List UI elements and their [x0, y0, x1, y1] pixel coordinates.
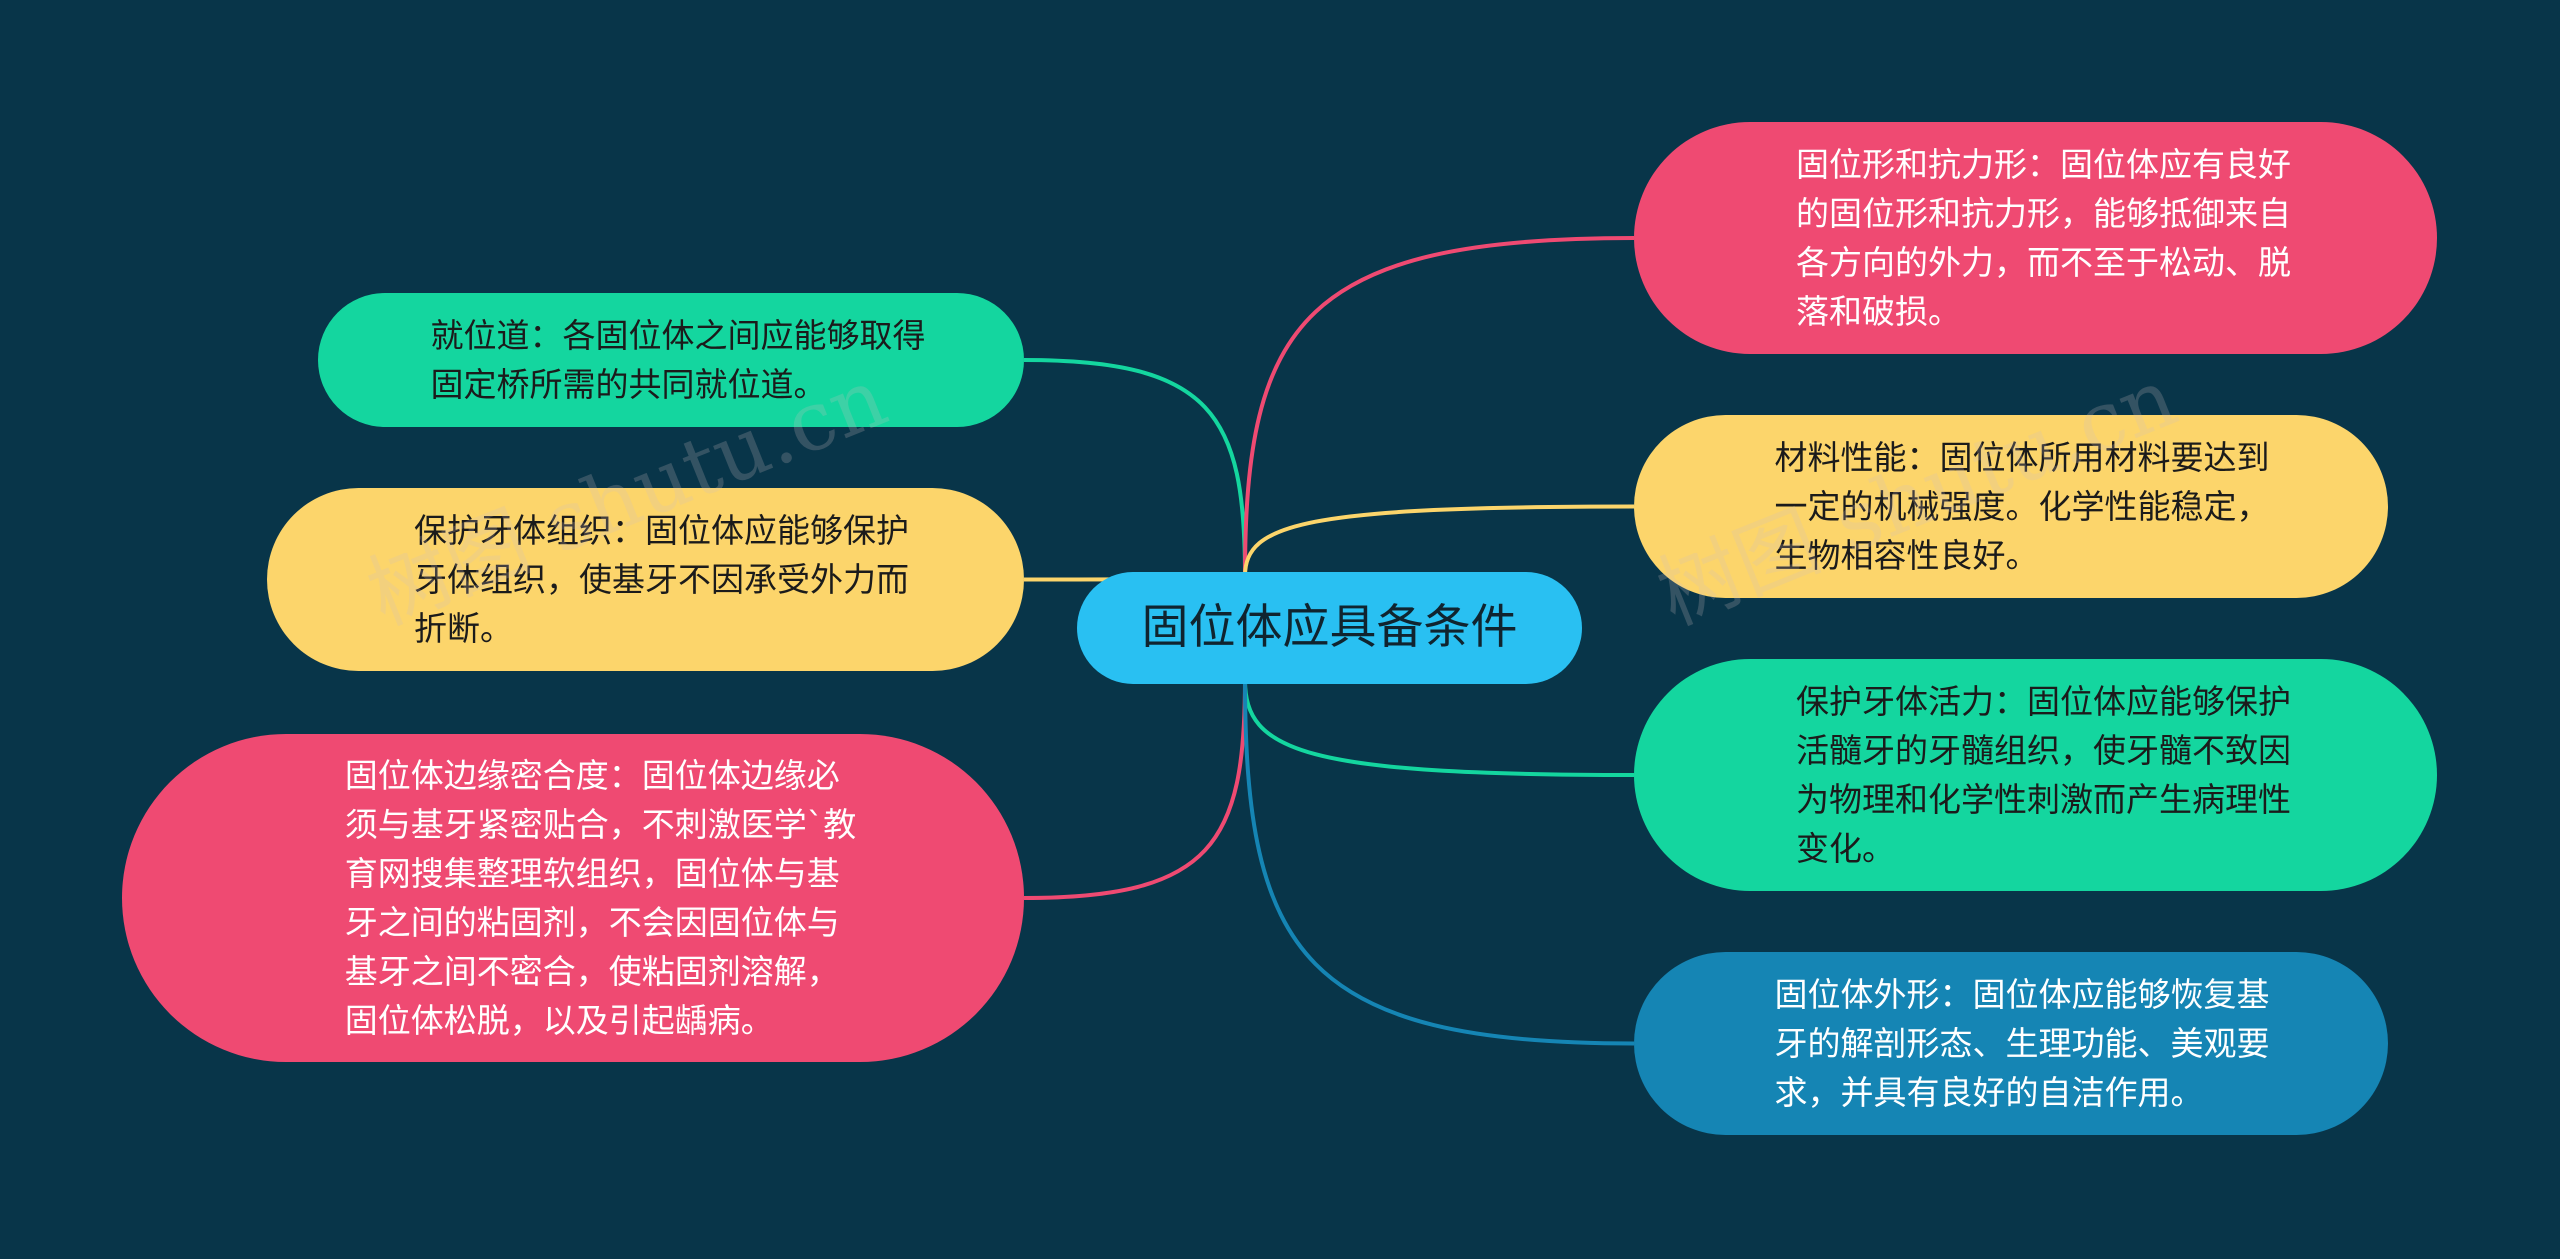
- branch-text: 固位体外形：固位体应能够恢复基 牙的解剖形态、生理功能、美观要 求，并具有良好的…: [1774, 975, 2270, 1112]
- branch-node-external-form[interactable]: 固位体外形：固位体应能够恢复基 牙的解剖形态、生理功能、美观要 求，并具有良好的…: [1634, 952, 2388, 1135]
- branch-node-path-alignment[interactable]: 就位道：各固位体之间应能够取得 固定桥所需的共同就位道。: [318, 293, 1024, 427]
- branch-node-margin-fit[interactable]: 固位体边缘密合度：固位体边缘必 须与基牙紧密贴合，不刺激医学`教 育网搜集整理软…: [122, 734, 1024, 1062]
- branch-node-material-properties[interactable]: 材料性能：固位体所用材料要达到 一定的机械强度。化学性能稳定， 生物相容性良好。: [1634, 415, 2388, 598]
- central-topic-node[interactable]: 固位体应具备条件: [1077, 572, 1582, 684]
- branch-node-pulp-vitality[interactable]: 保护牙体活力：固位体应能够保护 活髓牙的牙髓组织，使牙髓不致因 为物理和化学性刺…: [1634, 659, 2437, 891]
- central-topic-label: 固位体应具备条件: [1141, 600, 1518, 655]
- branch-node-tooth-tissue-protection[interactable]: 保护牙体组织：固位体应能够保护 牙体组织，使基牙不因承受外力而 折断。: [267, 488, 1024, 671]
- branch-node-retention-resistance[interactable]: 固位形和抗力形：固位体应有良好 的固位形和抗力形，能够抵御来自 各方向的外力，而…: [1634, 122, 2437, 354]
- connector-line: [1023, 358, 1247, 577]
- branch-text: 就位道：各固位体之间应能够取得 固定桥所需的共同就位道。: [430, 316, 926, 404]
- branch-text: 保护牙体活力：固位体应能够保护 活髓牙的牙髓组织，使牙髓不致因 为物理和化学性刺…: [1796, 682, 2291, 868]
- connector-line: [1243, 679, 1635, 1046]
- connector-line: [1243, 679, 1635, 777]
- connector-line: [1243, 504, 1635, 577]
- branch-text: 保护牙体组织：固位体应能够保护 牙体组织，使基牙不因承受外力而 折断。: [414, 511, 909, 648]
- branch-text: 材料性能：固位体所用材料要达到 一定的机械强度。化学性能稳定， 生物相容性良好。: [1774, 438, 2270, 575]
- connector-line: [1243, 236, 1635, 577]
- connector-line: [1023, 679, 1247, 900]
- branch-text: 固位体边缘密合度：固位体边缘必 须与基牙紧密贴合，不刺激医学`教 育网搜集整理软…: [344, 756, 857, 1040]
- branch-text: 固位形和抗力形：固位体应有良好 的固位形和抗力形，能够抵御来自 各方向的外力，而…: [1796, 145, 2291, 331]
